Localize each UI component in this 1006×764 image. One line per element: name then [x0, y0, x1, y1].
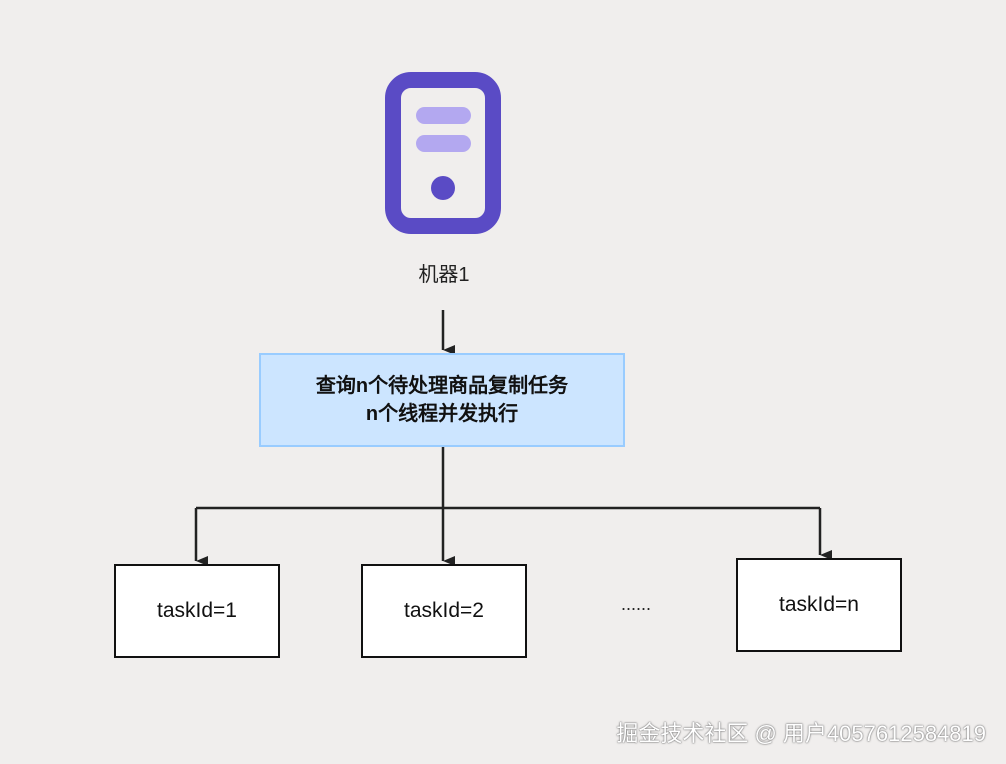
watermark: 掘金技术社区 @ 用户4057612584819 [616, 721, 986, 746]
process-box: 查询n个待处理商品复制任务 n个线程并发执行 [259, 353, 625, 447]
process-line-2: n个线程并发执行 [365, 403, 519, 425]
process-line-1: 查询n个待处理商品复制任务 [315, 375, 569, 397]
task-box-1: taskId=1 [114, 564, 280, 658]
ellipsis-text: ...... [620, 594, 651, 614]
task-box-2: taskId=2 [361, 564, 527, 658]
task-box-n: taskId=n [736, 558, 902, 652]
machine-label: 机器1 [418, 264, 470, 286]
server-icon [385, 72, 501, 234]
